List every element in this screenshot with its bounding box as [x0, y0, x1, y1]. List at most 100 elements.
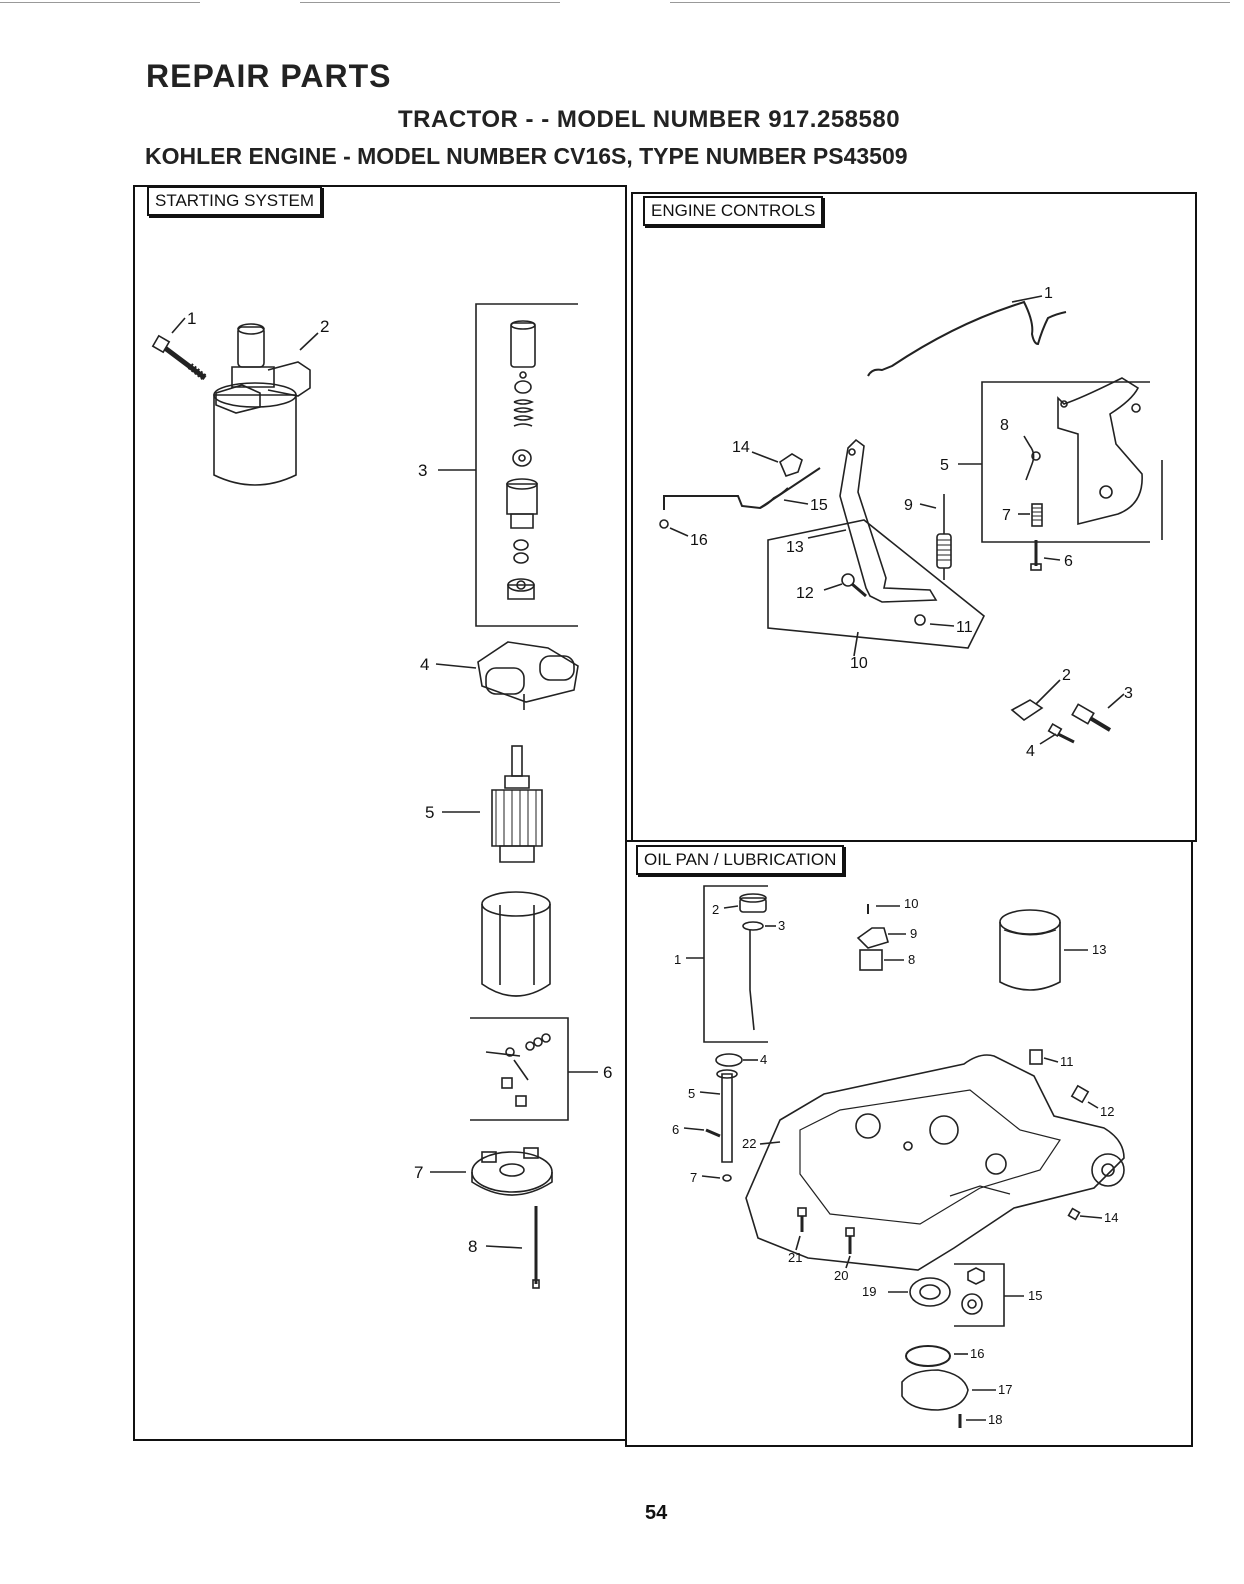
- callout-op-10: 10: [904, 896, 918, 911]
- callout-ss-6: 6: [603, 1063, 612, 1082]
- throttle-link-illustration: [867, 300, 1067, 377]
- callout-ec-11: 11: [956, 619, 973, 636]
- scan-edge-line: [300, 2, 560, 3]
- callout-ec-6: 6: [1064, 553, 1073, 570]
- oil-pump-kit-bracket: [954, 1263, 1005, 1327]
- drive-kit-bracket: [475, 303, 578, 627]
- choke-rod-illustration: [663, 467, 821, 510]
- callout-ec-8: 8: [1000, 417, 1009, 434]
- page-number: 54: [645, 1502, 668, 1524]
- dipstick-o-ring-illustration: [742, 921, 764, 931]
- callout-ss-7: 7: [414, 1163, 423, 1182]
- lock-nut-illustration: [914, 614, 926, 626]
- drain-fitting-illustration: [1029, 1049, 1043, 1065]
- callout-ss-5: 5: [425, 803, 434, 822]
- callout-ss-1: 1: [187, 309, 196, 328]
- callout-ec-16: 16: [690, 532, 708, 549]
- callout-ec-4: 4: [1026, 743, 1035, 760]
- callout-ec-12: 12: [796, 585, 814, 602]
- callout-op-1: 1: [674, 952, 681, 967]
- callout-op-2: 2: [712, 902, 719, 917]
- clamp-screw-illustration: [1071, 703, 1112, 732]
- callout-ec-7: 7: [1002, 507, 1011, 524]
- callout-op-3: 3: [778, 918, 785, 933]
- scan-edge-line: [0, 2, 200, 3]
- oil-pan-illustration: [745, 1054, 1125, 1271]
- tube-o-ring-illustration: [715, 1053, 743, 1067]
- washer-screw-illustration: [1047, 722, 1075, 744]
- callout-ss-8: 8: [468, 1237, 477, 1256]
- callout-op-12: 12: [1100, 1104, 1114, 1119]
- tractor-model-heading: TRACTOR - - MODEL NUMBER 917.258580: [398, 106, 901, 133]
- armature-illustration: [491, 745, 543, 863]
- plug-fitting-illustration: [1070, 1084, 1090, 1104]
- page-title: REPAIR PARTS: [146, 58, 392, 94]
- callout-op-14: 14: [1104, 1210, 1118, 1225]
- oil-pan-panel: [625, 840, 1193, 1447]
- control-bracket-box: [981, 381, 1150, 543]
- callout-op-20: 20: [834, 1268, 848, 1283]
- callout-op-15: 15: [1028, 1288, 1042, 1303]
- pan-screw-illustration: [1067, 1207, 1081, 1221]
- callout-op-8: 8: [908, 952, 915, 967]
- tube-screw-illustration: [705, 1128, 721, 1138]
- callout-ss-4: 4: [420, 655, 429, 674]
- bolt-part-illustration: [151, 334, 208, 381]
- callout-ec-1: 1: [1044, 285, 1053, 302]
- callout-ec-5: 5: [940, 457, 949, 474]
- callout-ec-10: 10: [850, 655, 868, 672]
- oil-filter-illustration: [999, 909, 1061, 991]
- callout-ec-3: 3: [1124, 685, 1133, 702]
- screw-illustration: [1030, 540, 1042, 571]
- end-bracket-illustration: [477, 641, 579, 710]
- pump-cover-illustration: [901, 1369, 969, 1411]
- scan-edge-line: [670, 2, 1230, 3]
- oil-pump-parts-illustration: [961, 1267, 985, 1315]
- callout-op-13: 13: [1092, 942, 1106, 957]
- callout-op-21: 21: [788, 1250, 802, 1265]
- callout-op-22: 22: [742, 1136, 756, 1151]
- compression-spring-illustration: [1031, 503, 1043, 527]
- callout-op-17: 17: [998, 1382, 1012, 1397]
- callout-op-19: 19: [862, 1284, 876, 1299]
- nut-illustration: [659, 519, 669, 529]
- callout-ss-2: 2: [320, 317, 329, 336]
- callout-op-16: 16: [970, 1346, 984, 1361]
- extension-spring-illustration: [936, 494, 952, 580]
- callout-ec-15: 15: [810, 497, 828, 514]
- brush-kit-bracket: [470, 1017, 569, 1121]
- small-spring-illustration: [1023, 435, 1041, 481]
- pan-bolt-illustration: [797, 1207, 807, 1232]
- callout-op-7: 7: [690, 1170, 697, 1185]
- drive-kit-parts-illustration: [506, 320, 538, 600]
- control-lever-illustration: [839, 438, 938, 603]
- tube-seal-illustration: [722, 1174, 732, 1182]
- oil-pan-lubrication-title: OIL PAN / LUBRICATION: [636, 845, 845, 875]
- callout-ss-3: 3: [418, 461, 427, 480]
- callout-op-18: 18: [988, 1412, 1002, 1427]
- oil-seal-illustration: [909, 1277, 951, 1307]
- starting-system-panel: [133, 185, 627, 1441]
- callout-op-6: 6: [672, 1122, 679, 1137]
- starter-motor-illustration: [213, 323, 311, 486]
- clip-illustration: [779, 453, 803, 477]
- pan-bolt-illustration: [845, 1227, 855, 1254]
- motor-housing-illustration: [481, 891, 551, 997]
- breather-reed-illustration: [856, 927, 889, 949]
- callout-op-9: 9: [910, 926, 917, 941]
- cover-o-ring-illustration: [905, 1345, 951, 1367]
- starting-system-title: STARTING SYSTEM: [147, 186, 323, 216]
- shoulder-screw-illustration: [841, 573, 867, 598]
- breather-cover-illustration: [859, 949, 883, 971]
- control-bracket-illustration: [1057, 377, 1143, 526]
- cable-clamp-illustration: [1010, 699, 1044, 721]
- brush-plate-illustration: [471, 1147, 553, 1196]
- engine-controls-title: ENGINE CONTROLS: [643, 196, 824, 226]
- dipstick-cap-illustration: [739, 893, 767, 913]
- dipstick-kit-bracket: [703, 885, 768, 1043]
- callout-op-11: 11: [1060, 1054, 1074, 1069]
- engine-model-heading: KOHLER ENGINE - MODEL NUMBER CV16S, TYPE…: [145, 143, 908, 169]
- through-bolt-illustration: [532, 1206, 540, 1289]
- callout-ec-13: 13: [786, 539, 804, 556]
